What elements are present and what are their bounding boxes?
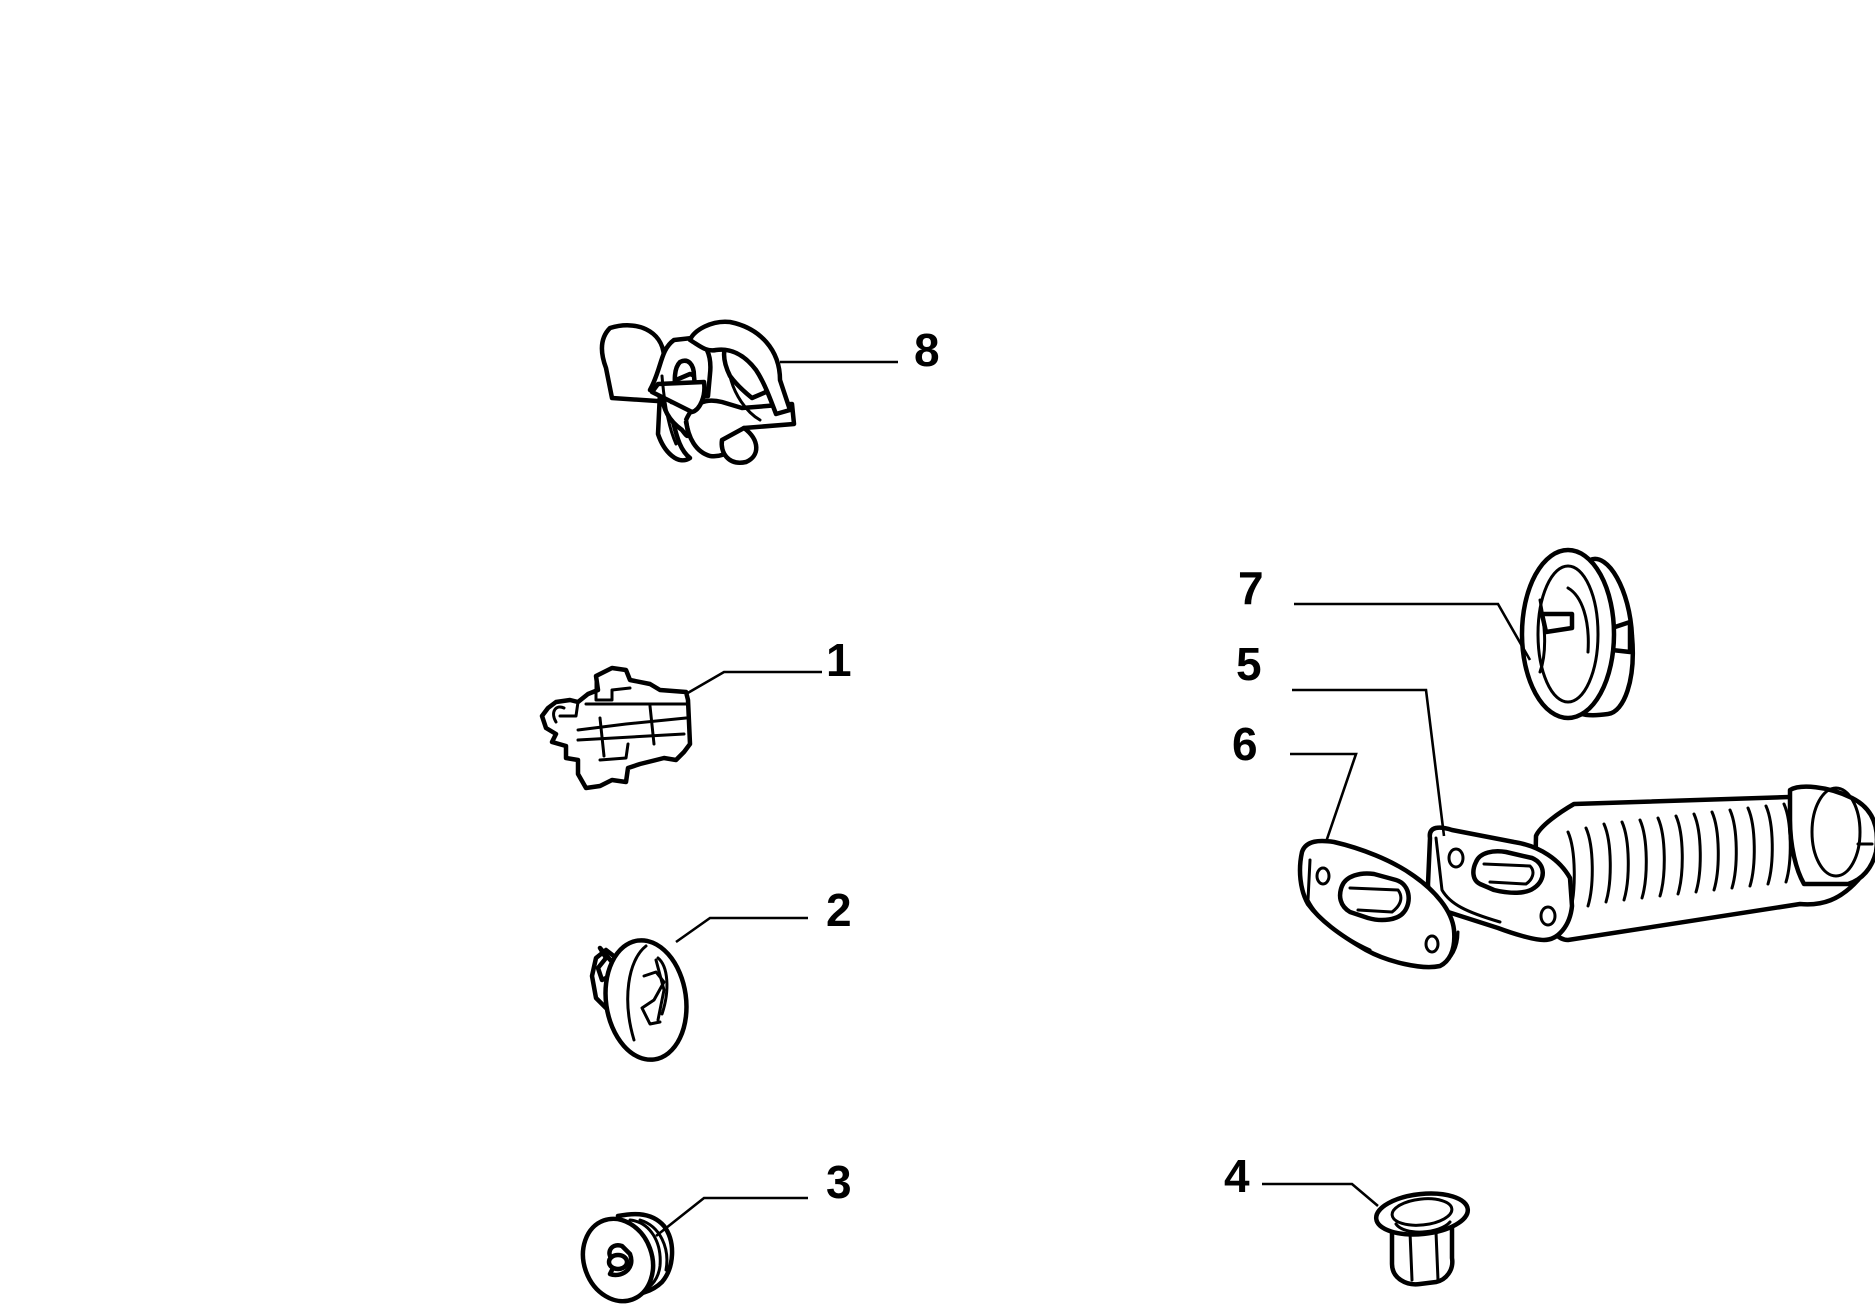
part-5-bellows-boot <box>1425 784 1875 943</box>
callout-7: 7 <box>1238 562 1264 614</box>
part-8-cable-clip <box>599 319 797 465</box>
leader-line-5 <box>1292 688 1446 837</box>
part-1-push-clip <box>539 665 693 791</box>
callout-5: 5 <box>1236 638 1262 690</box>
leader-line-3 <box>655 1196 808 1238</box>
part-4-flange-plug <box>1373 1191 1471 1287</box>
leader-line-1 <box>685 670 822 696</box>
callout-6: 6 <box>1232 718 1258 770</box>
callout-4: 4 <box>1224 1150 1250 1202</box>
leader-line-4 <box>1262 1182 1379 1207</box>
leader-line-2 <box>675 916 808 944</box>
part-2-round-plug <box>589 938 689 1062</box>
part-3-grommet <box>580 1211 675 1304</box>
leader-line-6 <box>1290 752 1358 843</box>
callout-1: 1 <box>826 634 852 686</box>
callout-3: 3 <box>826 1156 852 1208</box>
part-7-oval-grommet <box>1519 547 1635 721</box>
leader-line-7 <box>1294 602 1532 661</box>
callout-8: 8 <box>914 324 940 376</box>
part-6-gasket-plate <box>1297 838 1460 970</box>
callout-2: 2 <box>826 884 852 936</box>
